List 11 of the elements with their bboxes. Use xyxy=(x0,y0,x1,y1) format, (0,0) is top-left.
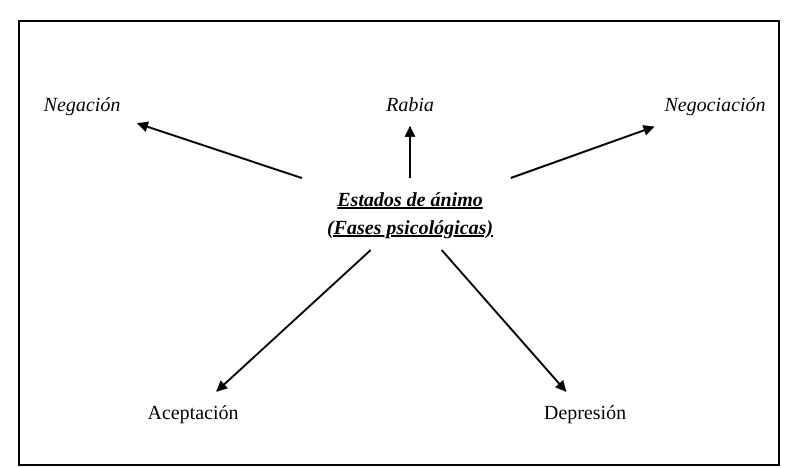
phase-label: Negación xyxy=(34,91,130,119)
phase-label: Negociación xyxy=(660,91,770,119)
phase-label: Depresión xyxy=(528,399,642,427)
arrow xyxy=(440,249,566,392)
central-heading: Estados de ánimo (Fases psicológicas) xyxy=(310,186,510,242)
arrow xyxy=(510,125,654,179)
phase-label: Rabia xyxy=(384,91,436,119)
arrow xyxy=(136,122,302,180)
arrow xyxy=(216,249,372,392)
arrow xyxy=(404,126,416,178)
phase-label: Aceptación xyxy=(132,399,254,427)
